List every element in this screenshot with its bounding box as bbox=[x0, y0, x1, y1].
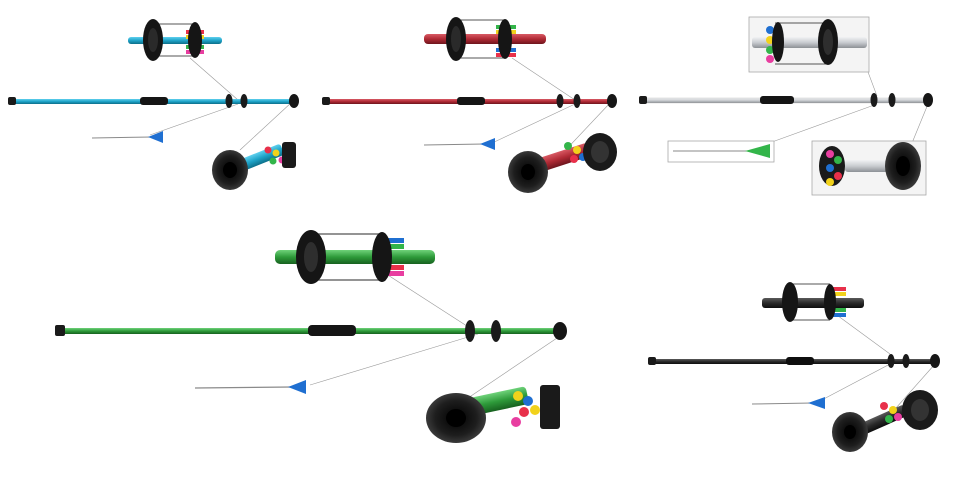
callout-line bbox=[239, 101, 293, 151]
blowgun-black bbox=[648, 282, 940, 452]
mouthpiece-zoom bbox=[819, 142, 921, 190]
blowgun-silver bbox=[639, 16, 933, 196]
dart-needle bbox=[194, 386, 293, 389]
dart-cone-blue bbox=[288, 380, 306, 394]
quiver-ring bbox=[888, 93, 896, 107]
callout-line bbox=[771, 103, 878, 143]
grip bbox=[786, 357, 814, 365]
callout-line bbox=[511, 57, 576, 101]
tail-cap bbox=[648, 357, 656, 365]
quiver-ring bbox=[573, 94, 581, 108]
dart-cone-blue bbox=[808, 397, 825, 409]
mouthpiece-zoom bbox=[832, 390, 938, 452]
quiver-zoom bbox=[128, 19, 222, 61]
callout-line bbox=[189, 57, 239, 101]
mouthpiece bbox=[930, 354, 940, 368]
callout-line bbox=[817, 363, 891, 403]
mouthpiece-zoom bbox=[212, 142, 296, 190]
quiver-ring bbox=[870, 93, 878, 107]
dart-cone-green bbox=[745, 144, 770, 158]
tail-cap bbox=[8, 97, 16, 105]
quiver-zoom bbox=[762, 282, 864, 322]
tail-cap bbox=[55, 325, 65, 336]
quiver-zoom bbox=[424, 17, 546, 61]
blowgun-red bbox=[322, 17, 617, 193]
quiver-ring bbox=[902, 354, 910, 368]
dart-cone-blue bbox=[148, 131, 163, 143]
callout-line bbox=[379, 269, 471, 329]
dart-needle bbox=[423, 143, 485, 146]
mouthpiece bbox=[923, 93, 933, 107]
quiver-zoom bbox=[752, 19, 867, 65]
grip bbox=[457, 97, 485, 105]
quiver-ring bbox=[491, 320, 501, 342]
callout-line bbox=[829, 309, 891, 355]
mouthpiece bbox=[553, 322, 567, 340]
grip bbox=[760, 96, 794, 104]
tail-cap bbox=[322, 97, 330, 105]
dart-needle bbox=[91, 136, 153, 139]
blowgun-cyan bbox=[8, 19, 299, 190]
callout-line bbox=[489, 103, 576, 145]
dart-cone-blue bbox=[480, 138, 495, 150]
mouthpiece-zoom bbox=[426, 385, 560, 443]
grip bbox=[308, 325, 356, 336]
tail-cap bbox=[639, 96, 647, 104]
callout-line bbox=[895, 363, 936, 409]
mouthpiece bbox=[289, 94, 299, 108]
quiver-ring bbox=[225, 94, 233, 108]
quiver-zoom bbox=[275, 230, 435, 284]
callout-line bbox=[867, 71, 878, 97]
grip bbox=[140, 97, 168, 105]
quiver-ring bbox=[240, 94, 248, 108]
mouthpiece-zoom bbox=[508, 133, 617, 193]
dart-needle bbox=[751, 402, 813, 405]
mouthpiece bbox=[607, 94, 617, 108]
quiver-ring bbox=[465, 320, 475, 342]
callout-line bbox=[149, 103, 239, 136]
blowgun-green bbox=[55, 230, 567, 443]
callout-line bbox=[467, 335, 561, 399]
quiver-ring bbox=[556, 94, 564, 108]
quiver-ring bbox=[887, 354, 895, 368]
callout-line bbox=[911, 103, 929, 144]
callout-line bbox=[309, 333, 479, 386]
